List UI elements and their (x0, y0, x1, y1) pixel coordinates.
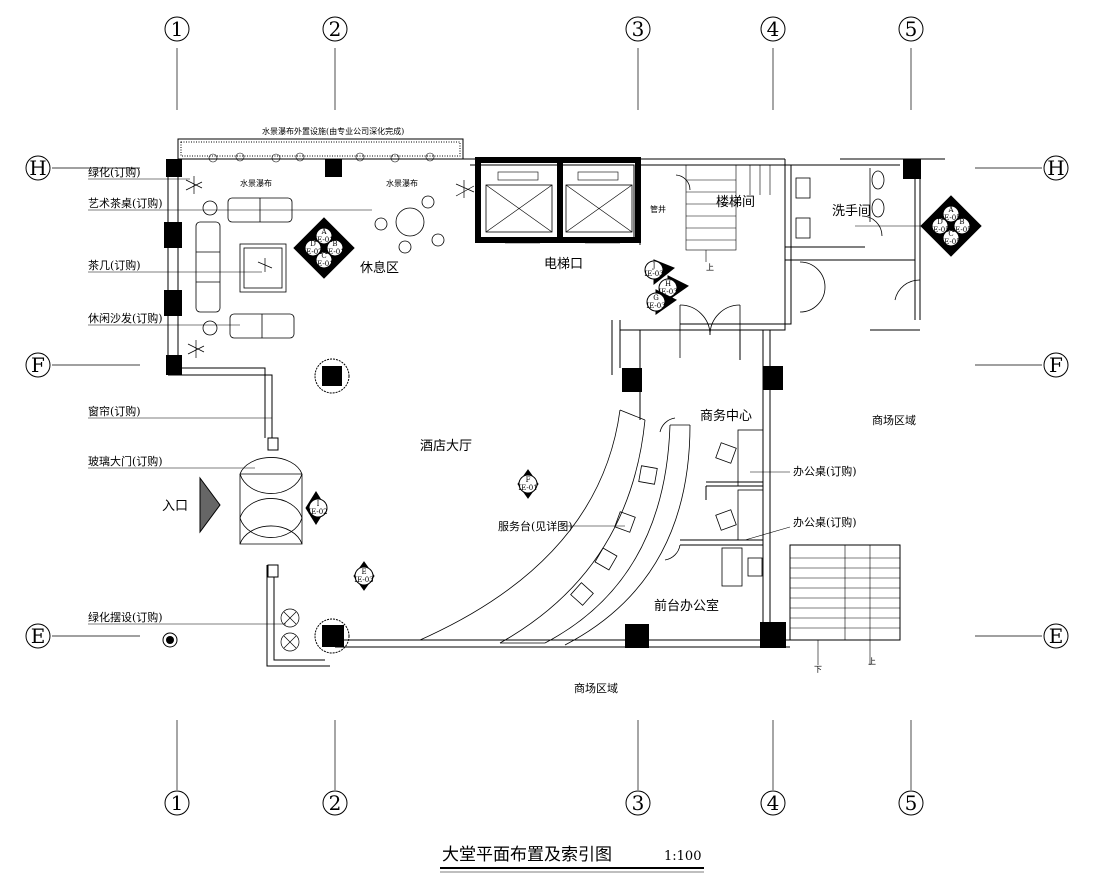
grid-lines (52, 48, 1042, 790)
callout-office-desk-2: 办公桌(订购) (793, 515, 857, 529)
doors (239, 174, 921, 561)
index-rest-top-sheet: IE-01 (314, 236, 333, 244)
index-h-letter: H (665, 280, 671, 288)
room-mall-bottom: 商场区域 (574, 681, 618, 695)
index-f-letter: F (526, 476, 531, 484)
index-i-sheet: IE-02 (308, 508, 327, 516)
room-mall-right: 商场区域 (872, 413, 916, 427)
axis-label-top-3: 3 (632, 17, 645, 41)
room-lobby: 酒店大厅 (420, 439, 472, 454)
index-rest-top: A (320, 228, 327, 236)
axis-label-left-e: E (31, 624, 46, 648)
index-j-letter: J (652, 262, 656, 270)
stair-down-label: 下 (814, 665, 822, 674)
axis-label-right-e: E (1049, 624, 1064, 648)
index-symbols (293, 195, 982, 591)
index-g-letter: G (653, 294, 659, 302)
index-g-sheet: IE-03 (646, 302, 665, 310)
index-wash-bottom: C (948, 230, 953, 238)
callout-art-tea-table: 艺术茶桌(订购) (88, 196, 163, 210)
walls (167, 138, 945, 667)
axis-label-bottom-2: 2 (329, 791, 342, 815)
waterfall-decor (208, 152, 435, 163)
axis-label-right-h: H (1047, 156, 1064, 180)
axis-label-bottom-4: 4 (767, 791, 780, 815)
index-wash-left: D (937, 218, 943, 226)
room-shaft: 管井 (650, 204, 666, 214)
columns (164, 159, 921, 648)
callout-service-desk: 服务台(见详图) (498, 519, 573, 533)
stair-lower (790, 545, 900, 665)
axis-label-right-f: F (1049, 353, 1063, 377)
index-wash-top: A (947, 206, 954, 214)
axis-bubbles (25, 16, 1069, 816)
index-e-sheet: IE-03 (354, 576, 373, 584)
index-rest-left: D (310, 240, 316, 248)
callout-waterfall-note: 水景瀑布外置设施(由专业公司深化完成) (262, 126, 404, 136)
index-rest-right-sheet: IE-01 (325, 248, 344, 256)
axis-label-bottom-1: 1 (171, 791, 184, 815)
index-e-letter: E (361, 568, 366, 576)
room-labels: 休息区 酒店大厅 电梯口 楼梯间 洗手间 管井 商务中心 前台办公室 入口 商场… (162, 195, 916, 695)
index-wash-right: B (959, 218, 964, 226)
plant-icons (185, 176, 475, 652)
stair-up-label-1: 上 (706, 263, 714, 272)
callout-leisure-sofa: 休闲沙发(订购) (88, 311, 163, 325)
index-i-letter: I (317, 500, 320, 508)
drawing-scale: 1:100 (664, 849, 701, 864)
room-stairs: 楼梯间 (716, 195, 755, 210)
index-wash-bottom-sheet: IE-05 (941, 238, 960, 246)
index-labels: A IE-01 D IE-02 B IE-01 C IE-01 A IE-05 … (303, 206, 971, 584)
axis-label-left-h: H (29, 156, 46, 180)
lounge-furniture (195, 195, 445, 339)
round-columns (162, 358, 350, 654)
callout-coffee-table: 茶几(订购) (88, 258, 141, 272)
index-rest-left-sheet: IE-02 (303, 248, 322, 256)
callout-greenery: 绿化(订购) (88, 165, 141, 179)
axis-label-top-4: 4 (767, 17, 780, 41)
axis-label-bottom-3: 3 (632, 791, 645, 815)
elevators (475, 157, 641, 244)
callout-waterfall-2: 水景瀑布 (386, 178, 418, 188)
index-rest-bottom: C (321, 252, 326, 260)
index-wash-right-sheet: IE-05 (952, 226, 971, 234)
callout-waterfall-1: 水景瀑布 (240, 178, 272, 188)
office-desks (715, 429, 764, 587)
leader-lines (88, 178, 935, 625)
stair-up-label-2: 上 (868, 657, 876, 666)
index-j-sheet: IE-03 (644, 270, 663, 278)
axis-label-left-f: F (31, 353, 45, 377)
washroom-fixtures (795, 168, 885, 239)
axis-label-top-2: 2 (329, 17, 342, 41)
room-business-center: 商务中心 (700, 408, 752, 424)
callout-labels: 绿化(订购) 艺术茶桌(订购) 茶几(订购) 休闲沙发(订购) 窗帘(订购) 玻… (88, 126, 857, 624)
axis-label-bottom-5: 5 (905, 791, 918, 815)
index-f-sheet: IE-01 (518, 484, 537, 492)
callout-greenery-display: 绿化摆设(订购) (88, 610, 163, 624)
callout-glass-door: 玻璃大门(订购) (88, 454, 163, 468)
room-entrance: 入口 (162, 499, 188, 514)
service-desk-chairs (570, 465, 658, 606)
index-rest-right: B (332, 240, 337, 248)
callout-curtain: 窗帘(订购) (88, 404, 141, 418)
index-wash-left-sheet: IE-05 (930, 226, 949, 234)
index-wash-top-sheet: IE-05 (941, 214, 960, 222)
room-front-office: 前台办公室 (654, 598, 719, 614)
axis-label-top-1: 1 (171, 17, 184, 41)
room-washroom: 洗手间 (832, 204, 871, 219)
axis-labels: 1 2 3 4 5 1 2 3 4 5 H F E H F E (29, 17, 1064, 815)
stair-upper (685, 164, 771, 262)
index-rest-bottom-sheet: IE-01 (314, 260, 333, 268)
index-h-sheet: IE-03 (658, 288, 677, 296)
axis-label-top-5: 5 (905, 17, 918, 41)
drawing-title: 大堂平面布置及索引图 (442, 845, 612, 865)
room-elevator: 电梯口 (544, 257, 583, 272)
entrance-arrow-icon (199, 476, 221, 534)
room-rest-area: 休息区 (360, 260, 399, 276)
callout-office-desk-1: 办公桌(订购) (793, 464, 857, 478)
